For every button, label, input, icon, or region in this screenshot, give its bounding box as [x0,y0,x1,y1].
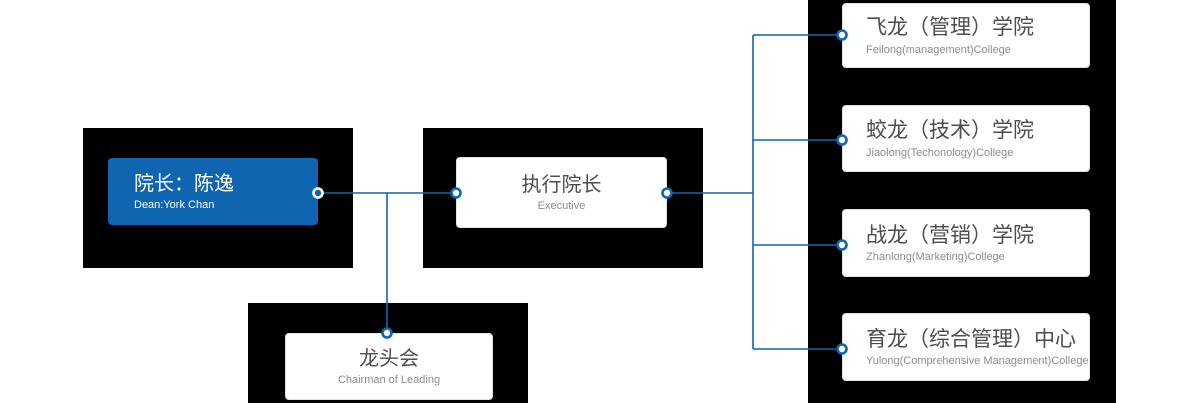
dean-title: 院长：陈逸 [134,173,234,195]
executive-title: 执行院长 [521,174,602,196]
college-title: 蛟龙（技术）学院 [866,119,1034,143]
node-chairman: 龙头会 Chairman of Leading [285,333,493,400]
college-title: 飞龙（管理）学院 [866,16,1034,40]
college-subtitle: Zhanlong(Marketing)College [866,251,1005,264]
college-subtitle: Feilong(management)College [866,43,1011,56]
college-subtitle: Yulong(Comprehensive Management)College [866,355,1089,368]
college-title: 战龙（营销）学院 [866,223,1034,247]
chairman-title: 龙头会 [359,348,419,370]
dean-subtitle: Dean:York Chan [134,199,215,211]
node-college-yulong: 育龙（综合管理）中心 Yulong(Comprehensive Manageme… [842,313,1090,381]
college-title: 育龙（综合管理）中心 [866,327,1076,351]
node-college-feilong: 飞龙（管理）学院 Feilong(management)College [842,3,1090,68]
college-subtitle: Jiaolong(Techonology)College [866,146,1014,159]
chairman-subtitle: Chairman of Leading [337,374,441,386]
node-dean: 院长：陈逸 Dean:York Chan [108,158,318,225]
executive-subtitle: Executive [537,200,586,212]
node-executive: 执行院长 Executive [456,157,667,228]
node-college-zhanlong: 战龙（营销）学院 Zhanlong(Marketing)College [842,209,1090,277]
node-college-jiaolong: 蛟龙（技术）学院 Jiaolong(Techonology)College [842,105,1090,172]
